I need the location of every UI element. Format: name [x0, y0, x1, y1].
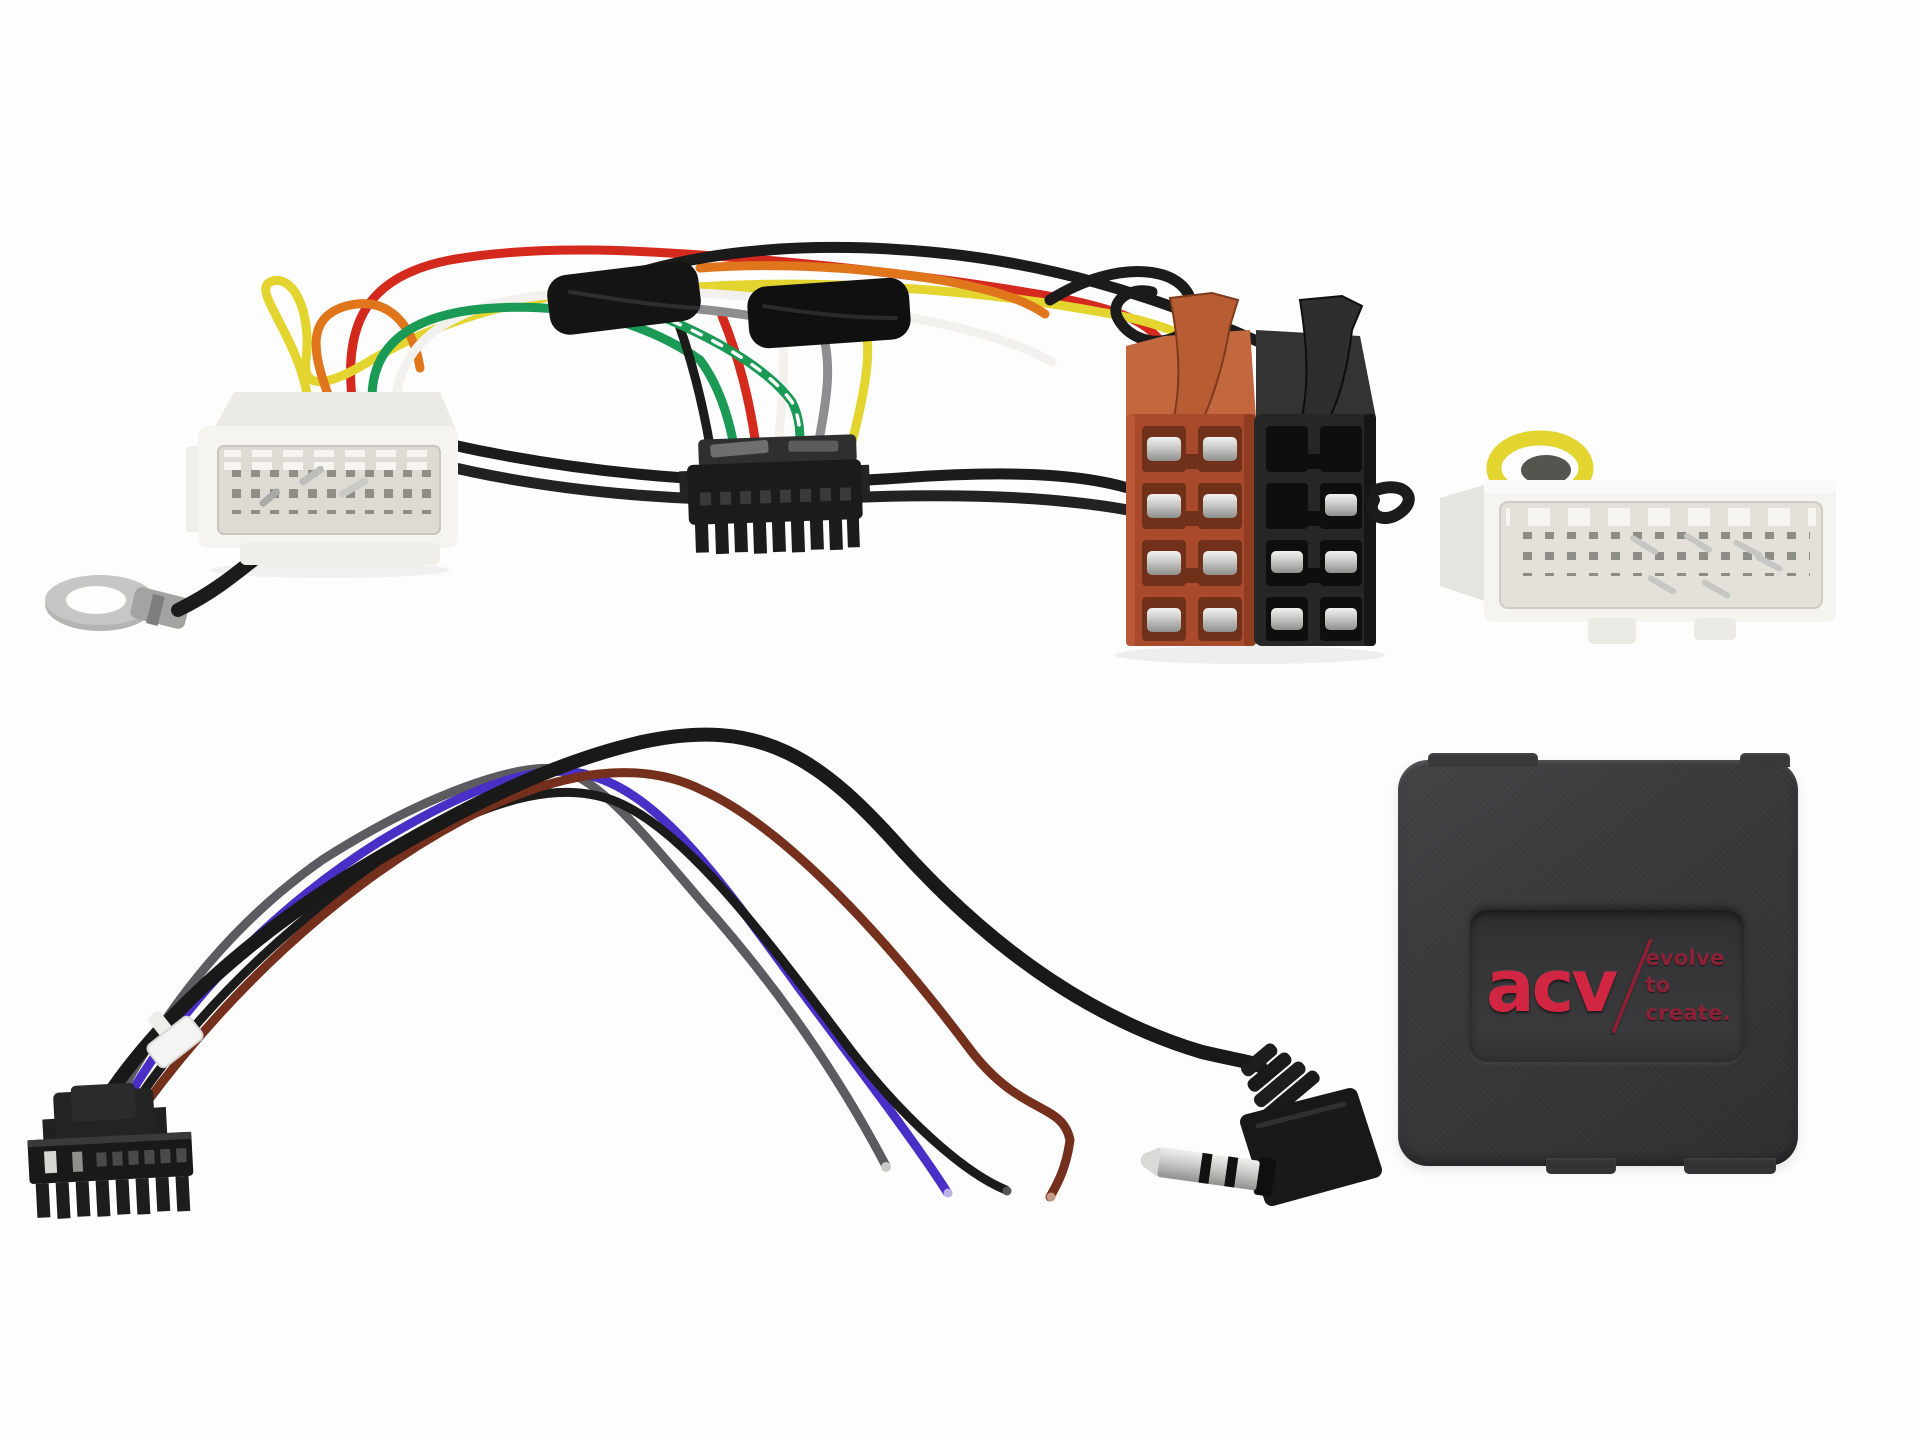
wire-to-b-green	[695, 355, 739, 451]
wire-orange-2	[695, 261, 1050, 319]
connector-a-metal-pins	[259, 465, 369, 507]
box-tab-top-right	[1740, 753, 1790, 767]
connector-b-teeth	[694, 515, 860, 555]
connector-b-holes	[699, 487, 852, 506]
iso-connector-orange	[1126, 291, 1256, 646]
interface-box: acv evolve to create.	[1398, 753, 1798, 1174]
swc-connector-slots	[43, 1148, 187, 1174]
iso-connector-black	[1254, 294, 1376, 646]
wire-green	[367, 302, 705, 403]
wire-orange-1	[311, 299, 425, 405]
cable-tie	[146, 1010, 204, 1069]
jack-plug	[1140, 1043, 1382, 1206]
connector-a-pin-holes	[226, 470, 436, 514]
wire-black-swc	[131, 787, 1011, 1195]
box-tab-bottom-left	[1546, 1158, 1616, 1174]
wire-tip-black	[1002, 1186, 1012, 1196]
wire-white	[391, 286, 1057, 403]
vehicle-connector-left	[186, 392, 458, 565]
box-tab-bottom-right	[1684, 1158, 1776, 1174]
brand-tagline: evolve to create.	[1645, 945, 1744, 1027]
vehicle-harness	[45, 241, 1836, 664]
jack-ring-2	[1198, 1152, 1213, 1184]
tagline-line1: evolve	[1645, 946, 1725, 971]
box-tab-top-left	[1428, 753, 1538, 767]
jack-body-highlight	[1255, 1101, 1347, 1129]
iso-black-pins	[1271, 494, 1357, 630]
connector-a-partitions	[224, 450, 436, 470]
vehicle-connector-right	[1440, 480, 1836, 644]
wire-to-b-greenwhite	[645, 307, 805, 451]
swc-connector	[27, 1082, 194, 1219]
jack-shaft	[1140, 1146, 1277, 1197]
acv-logo: acv	[1486, 944, 1618, 1028]
wire-brown-swc	[139, 768, 1075, 1202]
wire-black-stub-right	[1366, 481, 1415, 524]
jack-ring-1	[1224, 1156, 1239, 1188]
wire-tip-gray	[881, 1162, 891, 1172]
connector-e-partitions	[1506, 506, 1816, 530]
tagline-line2: to create.	[1645, 973, 1731, 1025]
connector-a-shadow	[210, 562, 450, 578]
wire-tip-purple	[943, 1188, 953, 1198]
swc-connector-teeth	[35, 1175, 191, 1219]
connector-e-pin-holes	[1510, 532, 1810, 576]
jack-cable	[101, 727, 1267, 1103]
iso-orange-pins	[1147, 437, 1237, 632]
radio-connector-16pin	[679, 434, 870, 555]
ring-terminal	[45, 575, 190, 631]
iso-shadow	[1115, 646, 1385, 664]
label-panel: acv evolve to create.	[1470, 910, 1744, 1062]
swc-lead	[27, 727, 1382, 1219]
jack-tip	[1140, 1146, 1162, 1177]
wire-tip-brown	[1046, 1192, 1056, 1202]
wire-to-b-red	[717, 311, 761, 451]
tape-wrap	[547, 261, 911, 349]
connector-e-metal-pins	[1629, 533, 1783, 599]
